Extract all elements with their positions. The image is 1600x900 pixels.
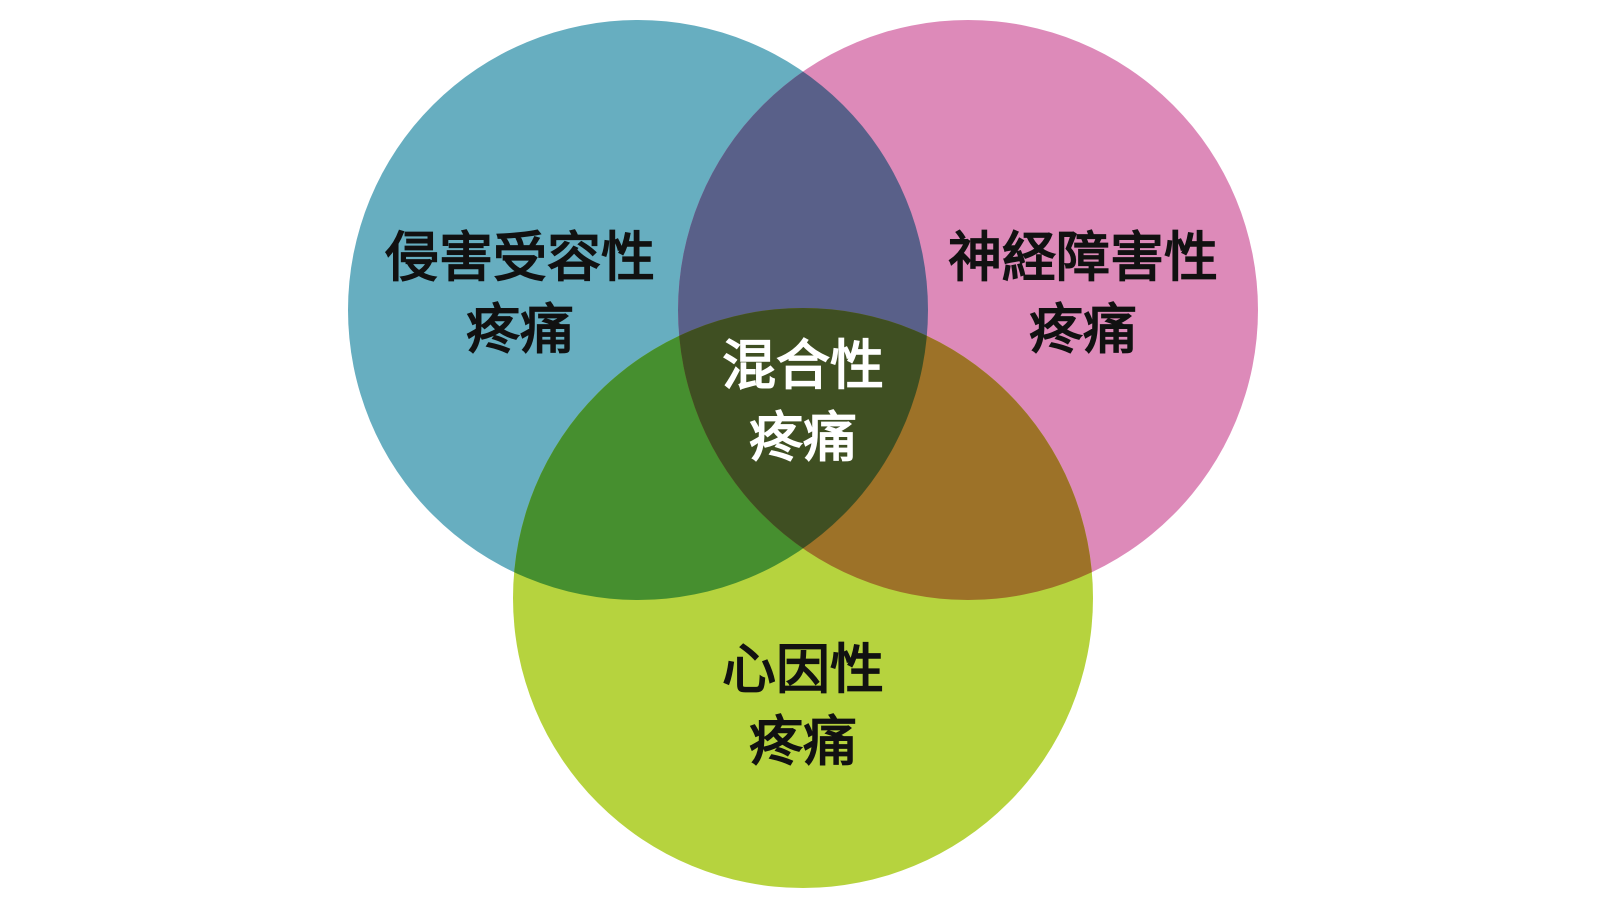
- nociceptive-label-line1: 侵害受容性: [384, 226, 655, 289]
- neuropathic-label-line1: 神経障害性: [948, 226, 1218, 289]
- mixed-label-line2: 疼痛: [749, 406, 857, 469]
- neuropathic-label-line2: 疼痛: [1029, 298, 1137, 361]
- psychogenic-label-line2: 疼痛: [749, 710, 857, 773]
- nociceptive-label-line2: 疼痛: [466, 298, 574, 361]
- mixed-label-line1: 混合性: [722, 334, 884, 397]
- psychogenic-label-line1: 心因性: [722, 638, 884, 701]
